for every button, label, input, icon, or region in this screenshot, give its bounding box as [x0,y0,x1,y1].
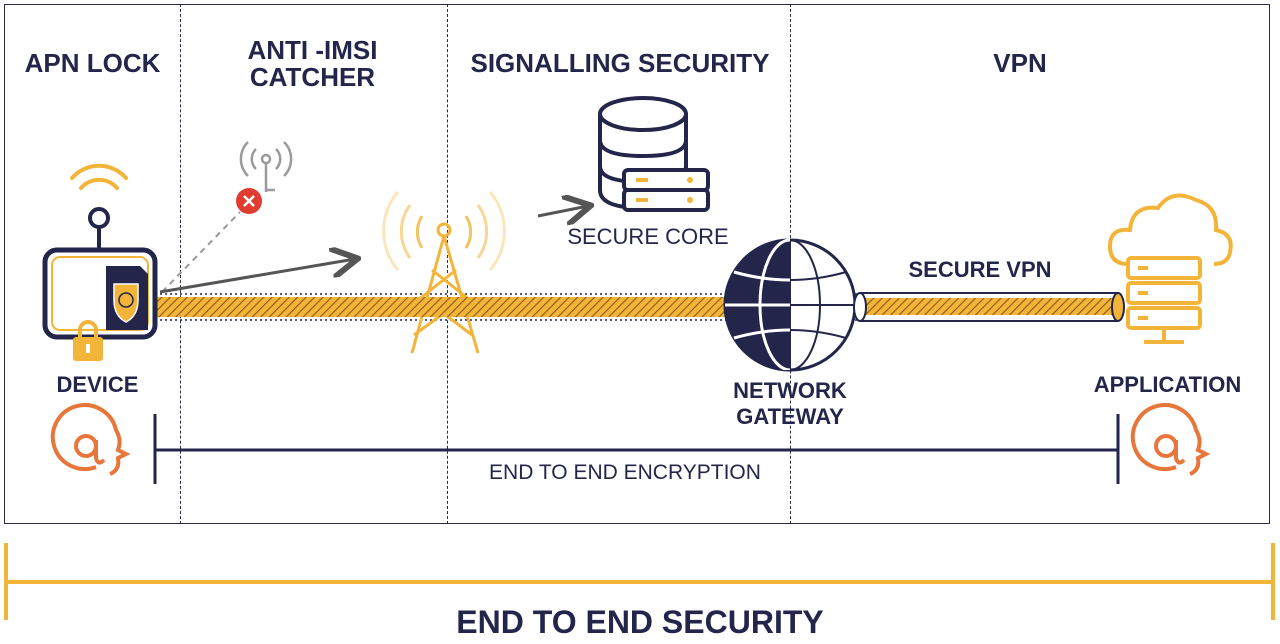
globe-icon [723,238,857,372]
encryption-bracket [153,414,1120,484]
antenna-icon [239,141,293,192]
security-bracket [4,543,1275,620]
label-secure-core: SECURE CORE [567,224,729,249]
at-face-icon [50,403,131,476]
section-divider [180,4,181,524]
heading-anti-imsi-line1: ANTI -IMSI [247,35,378,65]
heading-anti-imsi-line2: CATCHER [249,62,376,92]
at-face-icon [1130,403,1211,476]
heading-apn-lock: APN LOCK [24,48,161,78]
heading-vpn: VPN [993,48,1047,78]
lock-icon [73,320,103,361]
cloud-server-icon [1107,193,1233,344]
label-network-gateway: NETWORK GATEWAY [700,378,880,430]
label-end-to-end-security: END TO END SECURITY [456,604,824,640]
secure-channel [155,297,860,317]
vpn-tunnel [853,292,1125,322]
server-icon [622,168,710,212]
heading-signalling-security: SIGNALLING SECURITY [470,48,770,78]
label-application: APPLICATION [1093,372,1242,397]
blocked-icon [236,188,262,214]
wifi-icon [70,163,128,190]
section-divider [447,4,448,524]
tower-icon [382,191,506,354]
label-secure-vpn: SECURE VPN [908,257,1052,282]
device-to-tower-arrow [159,259,355,294]
tower-to-core-arrow [537,206,588,216]
label-device: DEVICE [56,372,139,397]
heading-anti-imsi: ANTI -IMSI CATCHER [200,37,425,91]
sim-shield-icon [106,266,148,330]
label-network-gateway-line2: GATEWAY [736,404,844,429]
label-network-gateway-line1: NETWORK [733,378,847,403]
label-end-to-end-encryption: END TO END ENCRYPTION [489,461,761,484]
blocked-connection [161,211,241,293]
diagram-frame [4,4,1270,524]
